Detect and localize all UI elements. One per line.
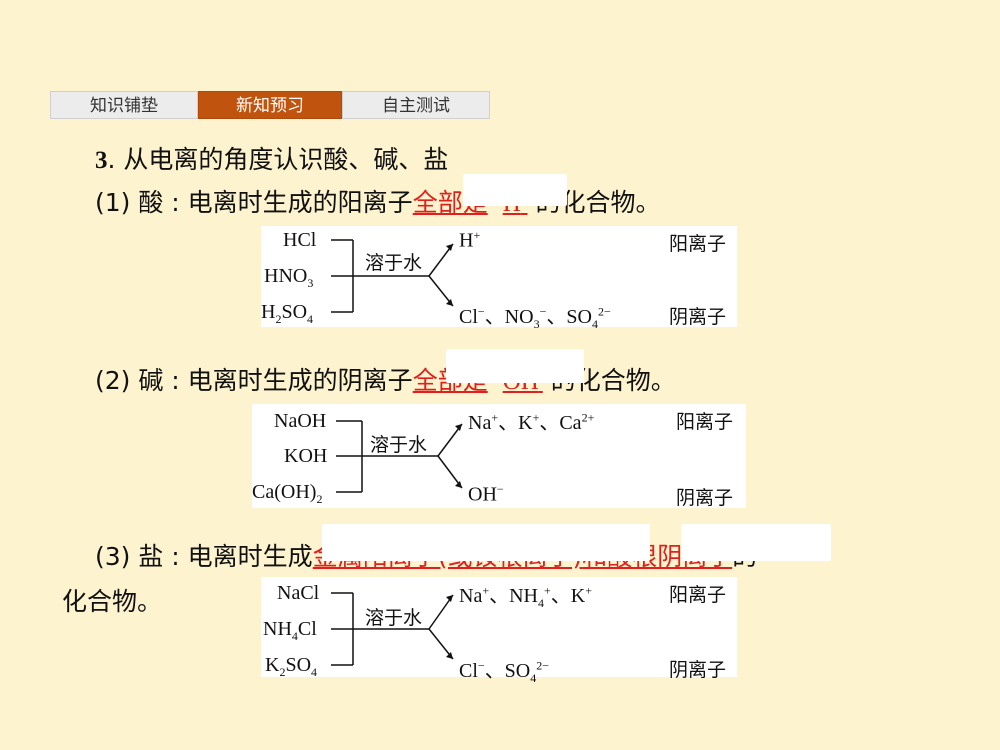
anion-label: 阴离子 <box>669 306 727 328</box>
tab-new-knowledge-preview[interactable]: 新知预习 <box>198 91 342 119</box>
heading-number: 3 <box>95 147 108 174</box>
acid-prefix: (1) 酸 : 电离时生成的阳离子 <box>95 188 413 217</box>
acid-ionization-panel: HCl HNO3 H2SO4 溶于水 H+ Cl−、NO3−、SO42− 阳离子… <box>261 226 737 331</box>
reactant-hno3: HNO3 <box>264 265 314 290</box>
tab-knowledge-foundation[interactable]: 知识铺垫 <box>50 91 198 119</box>
salt-ionization-panel: NaCl NH4Cl K2SO4 溶于水 Na+、NH4+、K+ Cl−、SO4… <box>261 577 737 685</box>
cation-label: 阳离子 <box>676 411 734 433</box>
cation-label: 阳离子 <box>669 584 727 606</box>
cation-h: H+ <box>459 228 481 252</box>
salt-definition-line2: 化合物。 <box>62 587 163 616</box>
base-definition: (2) 碱 : 电离时生成的阴离子全部是OH- 的化合物。 <box>95 361 676 397</box>
answer-mask-salt-1[interactable] <box>322 524 650 561</box>
salt-arrow-diagram <box>331 592 454 666</box>
reactant-h2so4: H2SO4 <box>261 301 314 326</box>
base-ionization-panel: NaOH KOH Ca(OH)2 溶于水 Na+、K+、Ca2+ OH− 阳离子… <box>252 404 746 509</box>
tab-self-test[interactable]: 自主测试 <box>342 91 490 119</box>
reactant-naoh: NaOH <box>274 410 327 432</box>
anion-label: 阴离子 <box>669 659 727 681</box>
tab-bar: 知识铺垫 新知预习 自主测试 <box>50 91 490 119</box>
cations-base: Na+、K+、Ca2+ <box>468 410 595 434</box>
reactant-nacl: NaCl <box>277 582 320 604</box>
base-arrow-diagram <box>336 420 463 493</box>
answer-mask-salt-2[interactable] <box>681 524 831 561</box>
process-label: 溶于水 <box>365 252 423 274</box>
answer-mask-acid[interactable] <box>463 174 567 206</box>
heading-text: . 从电离的角度认识酸、碱、盐 <box>107 145 449 174</box>
anions-acid: Cl−、NO3−、SO42− <box>459 304 611 331</box>
process-label: 溶于水 <box>370 434 428 456</box>
reactant-koh: KOH <box>284 445 328 467</box>
reactant-nh4cl: NH4Cl <box>263 618 317 643</box>
answer-mask-base[interactable] <box>446 349 584 383</box>
anion-oh: OH− <box>468 482 504 506</box>
cations-salt: Na+、NH4+、K+ <box>459 583 593 610</box>
reactant-k2so4: K2SO4 <box>265 654 318 679</box>
reactant-caoh2: Ca(OH)2 <box>252 481 323 506</box>
reactant-hcl: HCl <box>283 229 317 251</box>
cation-label: 阳离子 <box>669 233 727 255</box>
process-label: 溶于水 <box>365 607 423 629</box>
acid-arrow-diagram <box>331 239 454 313</box>
acid-definition: (1) 酸 : 电离时生成的阳离子全部是H+ 的化合物。 <box>95 183 661 219</box>
anion-label: 阴离子 <box>676 487 734 509</box>
anions-salt: Cl−、SO42− <box>459 658 550 685</box>
section-heading: 3. 从电离的角度认识酸、碱、盐 <box>95 140 448 176</box>
base-prefix: (2) 碱 : 电离时生成的阴离子 <box>95 366 413 395</box>
salt-prefix: (3) 盐 : 电离时生成 <box>95 542 313 571</box>
